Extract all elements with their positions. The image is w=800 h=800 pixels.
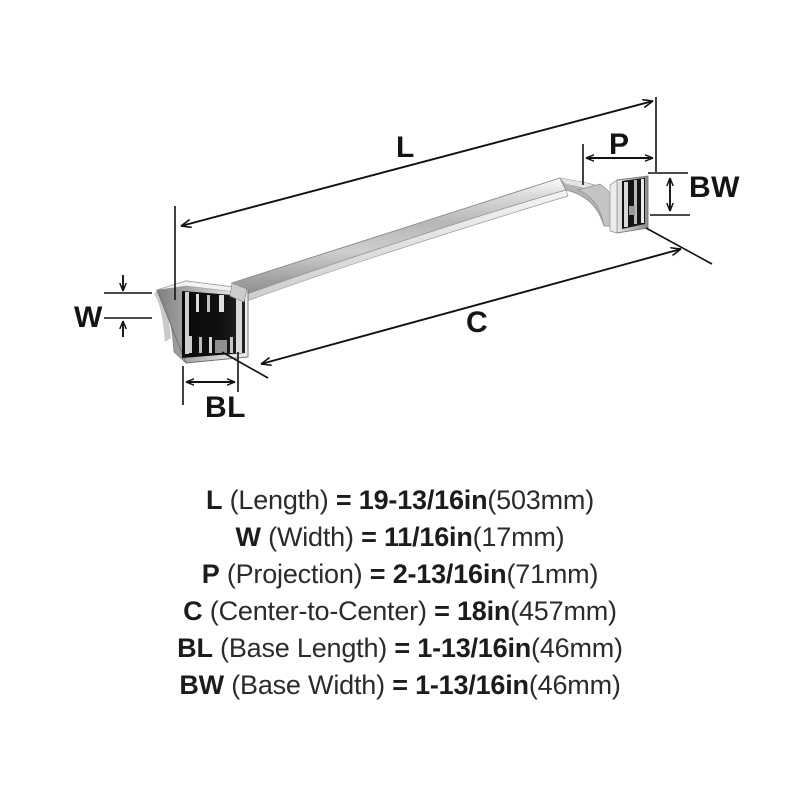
callout-label-BW: BW (689, 171, 740, 204)
spec-code-L: L (206, 485, 223, 515)
spec-name-P: (Projection) (226, 559, 363, 589)
spec-name-L: (Length) (229, 485, 329, 515)
left-mounting-bracket (154, 280, 249, 364)
spec-value-L: 19-13/16in (358, 485, 488, 515)
left-bracket-pin-3 (209, 337, 212, 353)
spec-metric-BL: (46mm) (531, 633, 623, 663)
spec-value-BL: 1-13/16in (417, 633, 532, 663)
C-leader-right (645, 227, 713, 265)
spec-row-BL: BL (Base Length) = 1-13/16in(46mm) (0, 630, 800, 667)
left-bracket-screw (215, 340, 227, 353)
spec-equals-BL: = (394, 633, 410, 663)
spec-equals-C: = (434, 596, 450, 626)
callout-label-P: P (609, 128, 630, 161)
spec-row-P: P (Projection) = 2-13/16in(71mm) (0, 556, 800, 593)
spec-value-BW: 1-13/16in (415, 670, 529, 700)
C-dimension-line (261, 249, 681, 364)
C-leader-left (221, 351, 269, 379)
spec-value-C: 18in (456, 596, 511, 626)
left-bracket-rib-2 (196, 294, 199, 312)
right-bracket-plate-2 (634, 180, 637, 224)
spec-metric-W: (17mm) (472, 522, 565, 552)
dimension-spec-list: L (Length) = 19-13/16in(503mm) W (Width)… (0, 482, 800, 704)
spec-code-BW: BW (179, 670, 224, 700)
spec-row-C: C (Center-to-Center) = 18in(457mm) (0, 593, 800, 630)
callout-label-L: L (396, 131, 415, 164)
spec-name-W: (Width) (268, 522, 354, 552)
towel-bar-render (154, 175, 649, 364)
spec-name-BW: (Base Width) (231, 670, 385, 700)
L-dimension-line (181, 101, 653, 226)
right-bracket-front-edge (609, 179, 618, 234)
spec-code-C: C (183, 596, 203, 626)
left-bracket-pin-4 (230, 337, 233, 353)
spec-name-BL: (Base Length) (220, 633, 388, 663)
bar-left-stub (229, 282, 248, 303)
spec-row-L: L (Length) = 19-13/16in(503mm) (0, 482, 800, 519)
callout-label-BL: BL (205, 391, 246, 424)
bar-front-face (231, 177, 567, 297)
spec-equals-BW: = (392, 670, 408, 700)
callout-label-C: C (466, 306, 489, 339)
left-bracket-pin-2 (199, 337, 202, 353)
spec-name-C: (Center-to-Center) (209, 596, 427, 626)
spec-code-W: W (235, 522, 261, 552)
right-bracket-plate-3 (641, 179, 644, 223)
spec-metric-P: (71mm) (506, 559, 599, 589)
spec-value-W: 11/16in (383, 522, 473, 552)
diagram-canvas (104, 97, 713, 405)
spec-metric-C: (457mm) (510, 596, 617, 626)
left-bracket-rib-1 (185, 292, 189, 354)
left-bracket-skirt-highlight (154, 290, 171, 342)
bar-lower-bevel (241, 189, 569, 303)
left-bracket-rib-5 (236, 296, 242, 353)
spec-equals-W: = (361, 522, 377, 552)
spec-code-P: P (201, 559, 220, 589)
spec-value-P: 2-13/16in (392, 559, 507, 589)
dimension-annotations (104, 97, 713, 405)
spec-metric-BW: (46mm) (528, 670, 621, 700)
left-bracket-pin-1 (189, 336, 192, 353)
product-dimension-diagram: L W P C BL BW (74, 97, 740, 424)
right-bracket-screw (629, 206, 635, 215)
spec-code-BL: BL (177, 633, 213, 663)
spec-equals-L: = (335, 485, 352, 515)
spec-row-BW: BW (Base Width) = 1-13/16in(46mm) (0, 667, 800, 704)
left-bracket-rib-4 (219, 295, 224, 312)
spec-metric-L: (503mm) (487, 485, 594, 515)
callout-label-W: W (74, 301, 103, 334)
spec-equals-P: = (369, 559, 386, 589)
right-bracket-plate-1 (624, 182, 628, 227)
spec-row-W: W (Width) = 11/16in(17mm) (0, 519, 800, 556)
left-bracket-rib-3 (207, 295, 210, 312)
